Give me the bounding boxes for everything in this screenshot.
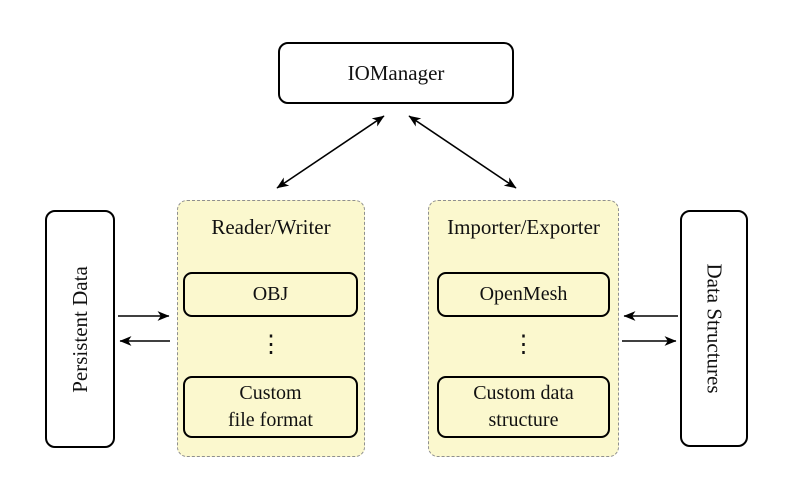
importer-exporter-title: Importer/Exporter	[447, 215, 600, 239]
openmesh-box: OpenMesh	[437, 272, 610, 317]
importer-exporter-ellipsis: ⋮	[511, 332, 536, 358]
custom-file-format-line2: file format	[228, 409, 313, 431]
importer-exporter-group: Importer/Exporter OpenMesh ⋮ Custom data…	[428, 200, 619, 457]
reader-writer-ellipsis: ⋮	[259, 332, 283, 358]
data-structures-box: Data Structures	[680, 210, 748, 447]
obj-box: OBJ	[183, 272, 358, 317]
custom-file-format-line1: Custom	[239, 382, 302, 404]
reader-writer-title: Reader/Writer	[211, 215, 331, 239]
custom-data-structure-line2: structure	[488, 409, 559, 431]
custom-file-format-box: Custom file format	[183, 376, 358, 438]
reader-writer-group: Reader/Writer OBJ ⋮ Custom file format	[177, 200, 365, 457]
custom-data-structure-line1: Custom data	[473, 382, 574, 404]
openmesh-label: OpenMesh	[479, 283, 568, 305]
persistent-data-label: Persistent Data	[67, 265, 92, 393]
iomanager-label: IOManager	[347, 60, 445, 85]
arrow-iomanager-importerexporter	[408, 115, 517, 189]
obj-label: OBJ	[252, 283, 289, 305]
data-structures-label: Data Structures	[702, 263, 727, 394]
custom-data-structure-box: Custom data structure	[437, 376, 610, 438]
arrow-iomanager-readerwriter	[276, 115, 385, 189]
iomanager-box: IOManager	[278, 42, 514, 104]
persistent-data-box: Persistent Data	[45, 210, 115, 448]
